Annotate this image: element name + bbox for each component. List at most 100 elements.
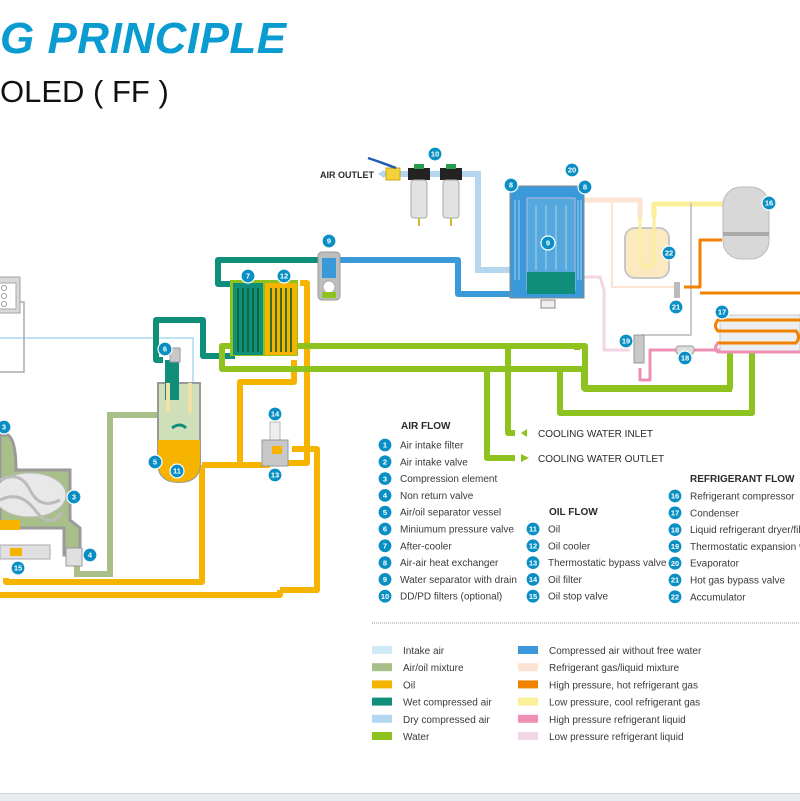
accumulator <box>625 218 669 278</box>
svg-text:20: 20 <box>568 166 576 175</box>
svg-text:19: 19 <box>671 542 679 551</box>
legend-item: 21 Hot gas bypass valve <box>668 573 785 587</box>
legend-item-label: Oil filter <box>548 575 583 586</box>
component-badge: 5 <box>148 455 162 469</box>
svg-text:13: 13 <box>529 558 537 567</box>
component-badge: 3 <box>0 420 11 434</box>
color-swatch <box>518 732 538 740</box>
svg-text:20: 20 <box>671 559 679 568</box>
svg-text:6: 6 <box>163 345 167 354</box>
legend-item-label: Evaporator <box>690 559 740 570</box>
oil-filter-assembly <box>262 422 288 466</box>
color-swatch <box>372 663 392 671</box>
svg-text:16: 16 <box>671 492 679 501</box>
color-legend-label: Air/oil mixture <box>403 663 464 674</box>
svg-text:9: 9 <box>546 239 550 248</box>
legend-number-badge: 15 <box>526 589 540 603</box>
legend-number-badge: 20 <box>668 556 682 570</box>
legend-item-label: DD/PD filters (optional) <box>400 592 502 603</box>
component-badge: 6 <box>158 342 172 356</box>
component-badge: 14 <box>268 407 282 421</box>
legend-number-badge: 12 <box>526 539 540 553</box>
color-swatch <box>372 646 392 654</box>
svg-text:16: 16 <box>765 199 773 208</box>
component-badge: 16 <box>762 196 776 210</box>
color-legend-label: Low pressure refrigerant liquid <box>549 732 684 743</box>
component-badge: 8 <box>578 180 592 194</box>
component-badge: 18 <box>678 351 692 365</box>
color-swatch <box>518 715 538 723</box>
color-swatch <box>372 698 392 706</box>
legend-item-label: Oil <box>548 525 560 536</box>
svg-text:19: 19 <box>622 337 630 346</box>
legend-item-label: Air/oil separator vessel <box>400 508 501 519</box>
legend-item-label: Hot gas bypass valve <box>690 576 785 587</box>
legend-number-badge: 16 <box>668 489 682 503</box>
legend-number-badge: 11 <box>526 522 540 536</box>
legend-item-label: Air intake filter <box>400 441 464 452</box>
color-legend-label: Low pressure, cool refrigerant gas <box>549 698 700 709</box>
color-swatch <box>518 698 538 706</box>
color-legend-label: Refrigerant gas/liquid mixture <box>549 663 679 674</box>
legend-item-label: Air-air heat exchanger <box>400 558 499 569</box>
color-legend-label: Water <box>403 732 430 743</box>
color-legend-label: Oil <box>403 680 415 691</box>
svg-text:11: 11 <box>173 467 181 476</box>
legend-oil-flow-title: OIL FLOW <box>549 507 598 518</box>
color-legend-item: Dry compressed air <box>372 715 490 726</box>
svg-text:8: 8 <box>383 558 387 567</box>
color-legend-item: Refrigerant gas/liquid mixture <box>518 663 679 674</box>
color-legend-item: Low pressure, cool refrigerant gas <box>518 698 700 709</box>
svg-text:7: 7 <box>383 542 387 551</box>
legend-number-badge: 13 <box>526 556 540 570</box>
legend-number-badge: 3 <box>378 472 392 486</box>
color-swatch <box>372 680 392 688</box>
color-swatch <box>518 663 538 671</box>
legend-item-label: Thermostatic bypass valve <box>548 558 667 569</box>
svg-text:17: 17 <box>718 308 726 317</box>
color-legend-label: High pressure refrigerant liquid <box>549 715 686 726</box>
legend-number-badge: 21 <box>668 573 682 587</box>
svg-text:10: 10 <box>381 592 389 601</box>
svg-text:12: 12 <box>529 542 537 551</box>
color-legend-item: Wet compressed air <box>372 698 492 709</box>
component-badge: 19 <box>619 334 633 348</box>
color-swatch <box>372 732 392 740</box>
legend-number-badge: 9 <box>378 572 392 586</box>
legend-number-badge: 10 <box>378 589 392 603</box>
component-badge: 4 <box>83 548 97 562</box>
component-badge: 12 <box>277 269 291 283</box>
color-legend-label: Intake air <box>403 646 445 657</box>
svg-text:12: 12 <box>280 272 288 281</box>
svg-text:18: 18 <box>681 354 689 363</box>
svg-text:8: 8 <box>509 181 513 190</box>
legend-item-label: Refrigerant compressor <box>690 492 795 503</box>
refrigerant-compressor <box>723 187 769 259</box>
legend-number-badge: 18 <box>668 523 682 537</box>
color-legend-label: High pressure, hot refrigerant gas <box>549 680 698 691</box>
svg-text:9: 9 <box>383 575 387 584</box>
legend-item-label: Condenser <box>690 508 740 519</box>
component-badge: 13 <box>268 468 282 482</box>
component-badge: 22 <box>662 246 676 260</box>
legend-number-badge: 22 <box>668 590 682 604</box>
water-pipes <box>222 345 752 458</box>
hot-gas-bypass-valve <box>674 282 680 298</box>
legend-item-label: Miniumum pressure valve <box>400 525 514 536</box>
legend-item-label: Non return valve <box>400 491 474 502</box>
legend-number-badge: 7 <box>378 539 392 553</box>
svg-text:5: 5 <box>153 458 157 467</box>
cooling-water-outlet-label: COOLING WATER OUTLET <box>538 454 664 465</box>
dry-air-pipes <box>335 260 512 294</box>
svg-text:17: 17 <box>671 509 679 518</box>
